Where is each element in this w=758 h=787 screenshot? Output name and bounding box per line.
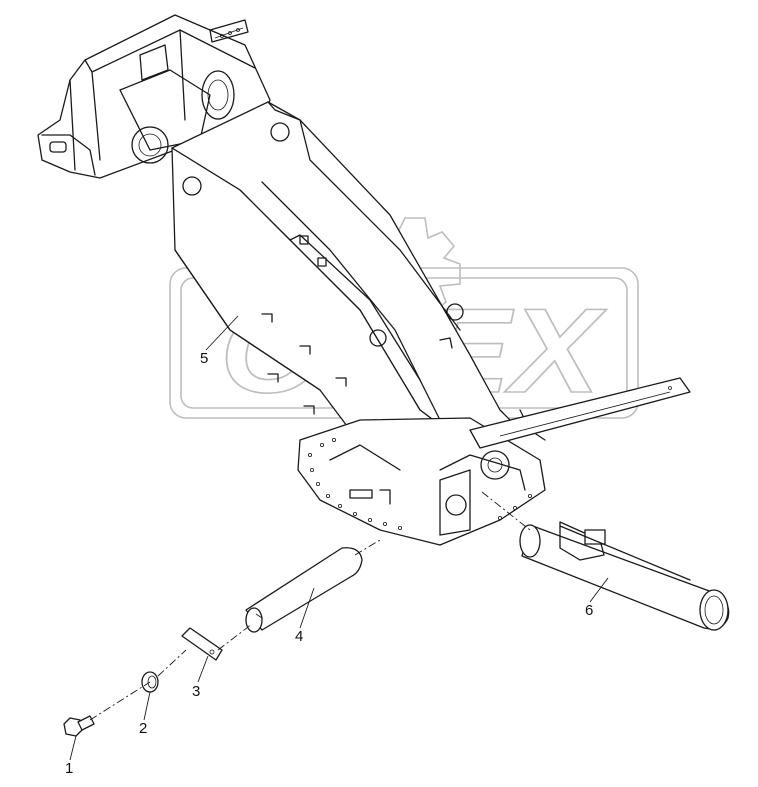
part-1-bolt — [63, 715, 95, 737]
assembly-axes — [89, 491, 531, 721]
callout-labels: 1 2 3 4 5 6 — [65, 350, 593, 777]
side-strut — [469, 377, 691, 449]
callout-3: 3 — [192, 683, 200, 700]
callout-leaders — [69, 315, 609, 761]
part-6-hydraulic-cylinder — [519, 521, 730, 631]
callout-5: 5 — [200, 350, 208, 367]
part-3-plate — [181, 627, 223, 661]
callout-2: 2 — [139, 720, 147, 737]
callout-1: 1 — [65, 760, 73, 777]
part-4-pin — [245, 547, 363, 633]
swing-base-plate — [297, 409, 546, 546]
callout-6: 6 — [585, 602, 593, 619]
callout-4: 4 — [295, 628, 303, 645]
